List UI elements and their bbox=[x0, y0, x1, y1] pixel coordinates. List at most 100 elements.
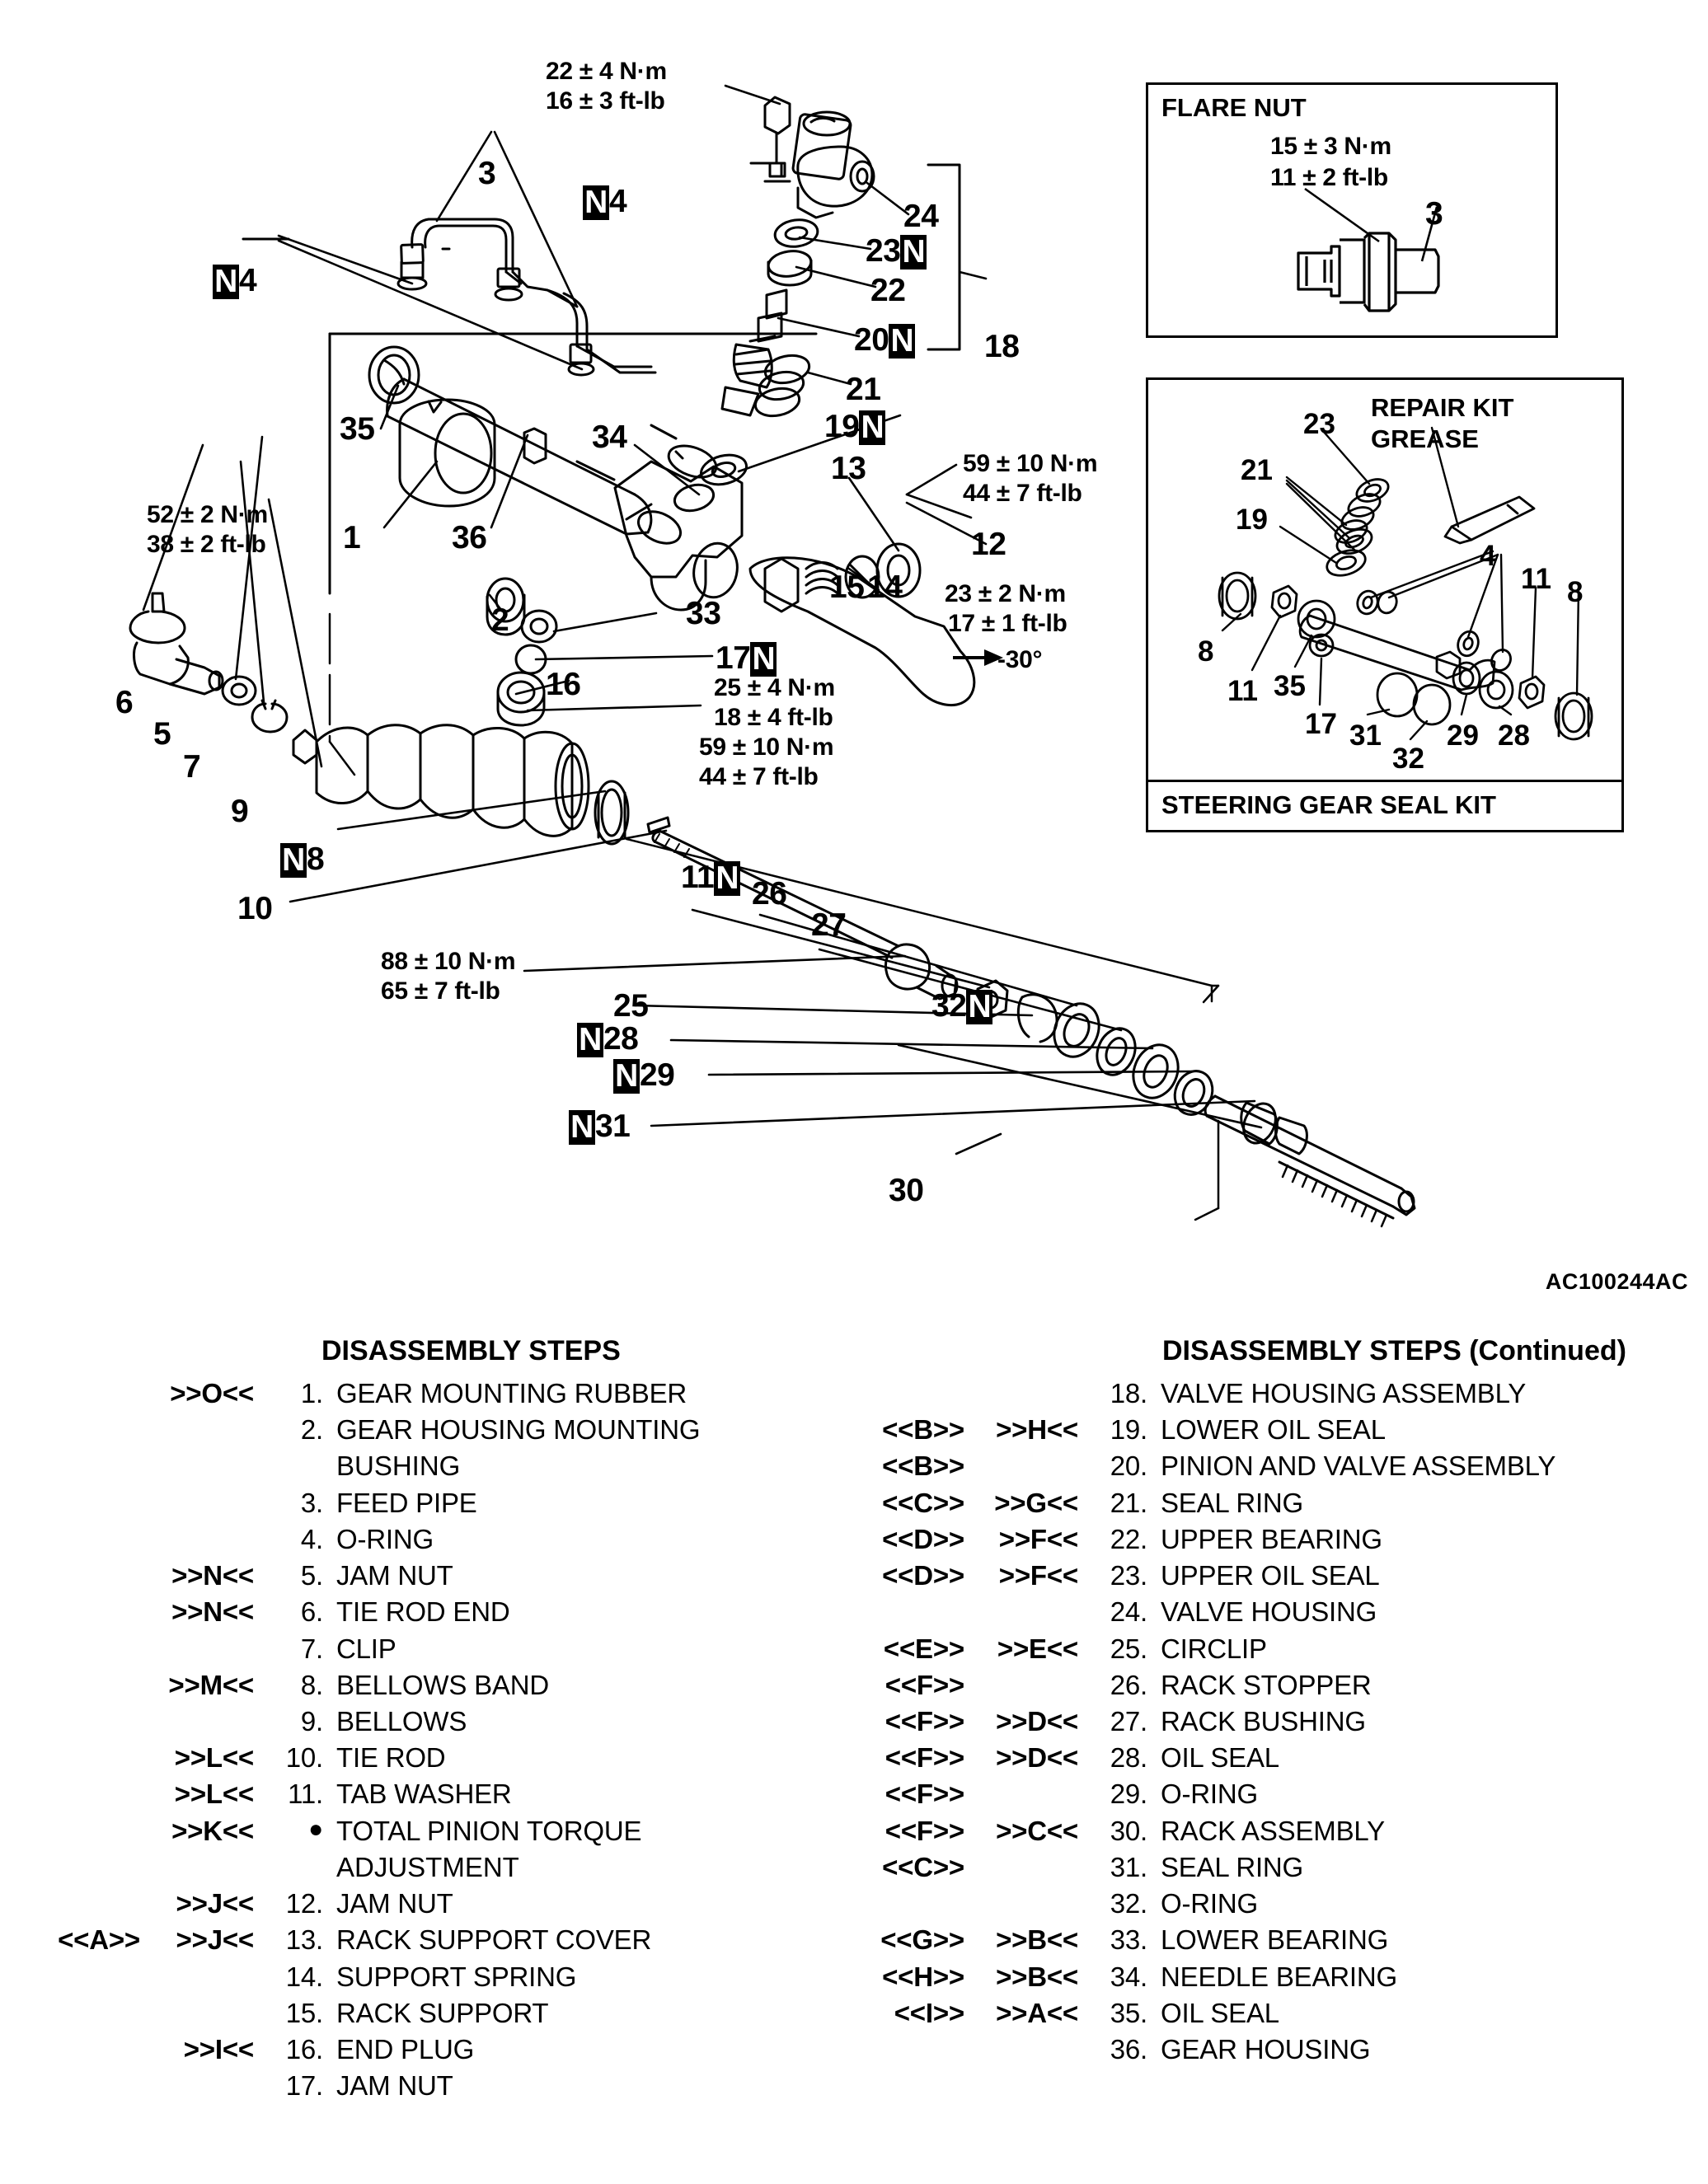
seal-kit-callout-23: 23 bbox=[1303, 408, 1335, 440]
callout-3: 3 bbox=[478, 156, 496, 191]
step-part-name: END PLUG bbox=[336, 2033, 475, 2064]
reassembly-mark-b: >>J<< bbox=[176, 1888, 255, 1919]
step-part-name: RACK SUPPORT bbox=[336, 1997, 549, 2028]
list-item: 32.O-RING bbox=[841, 1886, 1708, 1922]
callout-n29: N29 bbox=[613, 1057, 675, 1094]
callout-36: 36 bbox=[452, 520, 487, 555]
callout-18: 18 bbox=[984, 329, 1020, 364]
flare-nut-art bbox=[1297, 187, 1440, 312]
callout-17n: 17N bbox=[716, 640, 777, 677]
reassembly-mark-b: >>N<< bbox=[171, 1560, 254, 1591]
step-part-name: RACK BUSHING bbox=[1161, 1705, 1366, 1736]
reassembly-mark-a: <<I>> bbox=[894, 1997, 964, 2028]
left-list-title: DISASSEMBLY STEPS bbox=[321, 1335, 621, 1366]
step-number: 15. bbox=[285, 1997, 323, 2028]
step-part-name-continued: ADJUSTMENT bbox=[336, 1851, 519, 1882]
step-number: 19. bbox=[1110, 1414, 1147, 1446]
step-number: 22. bbox=[1110, 1523, 1147, 1554]
step-number: 30. bbox=[1110, 1815, 1147, 1846]
list-item: <<F>>29.O-RING bbox=[841, 1776, 1708, 1812]
step-part-name: SEAL RING bbox=[1161, 1487, 1304, 1518]
step-part-name: RACK SUPPORT COVER bbox=[336, 1924, 652, 1956]
callout-n4-center: N4 bbox=[583, 183, 627, 220]
reassembly-mark-b: >>O<< bbox=[170, 1378, 254, 1408]
seal-kit-callout-28: 28 bbox=[1498, 719, 1530, 752]
reassembly-mark-a: <<F>> bbox=[884, 1669, 964, 1700]
step-part-name: UPPER BEARING bbox=[1161, 1523, 1382, 1554]
list-item: <<H>>>>B<<34.NEEDLE BEARING bbox=[841, 1959, 1708, 1995]
reassembly-mark-a: <<H>> bbox=[882, 1961, 964, 1992]
torque-spec-angle: -30° bbox=[997, 646, 1043, 673]
callout-25: 25 bbox=[613, 988, 649, 1024]
step-part-name: LOWER BEARING bbox=[1161, 1924, 1389, 1956]
list-item: >>L<<11.TAB WASHER bbox=[16, 1776, 841, 1812]
callout-23n: 23N bbox=[866, 232, 927, 269]
step-number: 13. bbox=[285, 1924, 323, 1956]
step-number: 29. bbox=[1110, 1779, 1147, 1810]
step-number: 11. bbox=[288, 1779, 323, 1810]
callout-n31: N31 bbox=[569, 1108, 631, 1145]
list-item: <<B>>>>H<<19.LOWER OIL SEAL bbox=[841, 1412, 1708, 1448]
step-part-name: VALVE HOUSING bbox=[1161, 1596, 1377, 1628]
callout-12: 12 bbox=[971, 527, 1006, 562]
list-item: >>N<<6.TIE ROD END bbox=[16, 1594, 841, 1630]
seal-kit-callout-31: 31 bbox=[1349, 719, 1382, 752]
step-part-name: O-RING bbox=[1161, 1779, 1258, 1810]
step-part-name: RACK ASSEMBLY bbox=[1161, 1815, 1385, 1846]
step-part-name: TIE ROD END bbox=[336, 1596, 510, 1628]
step-part-name: TAB WASHER bbox=[336, 1779, 512, 1810]
reassembly-mark-a: <<C>> bbox=[882, 1851, 964, 1882]
list-item: >>O<<1.GEAR MOUNTING RUBBER bbox=[16, 1376, 841, 1412]
list-item: 2.GEAR HOUSING MOUNTING bbox=[16, 1412, 841, 1448]
torque-spec-23nm-ftlb: 17 ± 1 ft-lb bbox=[948, 610, 1068, 637]
torque-spec-59nm2-nm: 59 ± 10 N·m bbox=[699, 733, 834, 761]
callout-14: 14 bbox=[867, 569, 903, 605]
step-number: 18. bbox=[1110, 1378, 1147, 1408]
step-part-name: OIL SEAL bbox=[1161, 1997, 1279, 2028]
step-number: 4. bbox=[300, 1523, 323, 1554]
torque-spec-25nm-nm: 25 ± 4 N·m bbox=[714, 674, 835, 701]
reassembly-mark-b: >>N<< bbox=[171, 1596, 254, 1628]
step-part-name: JAM NUT bbox=[336, 1888, 453, 1919]
callout-n8: N8 bbox=[280, 841, 325, 878]
seal-kit-callout-11-left: 11 bbox=[1227, 675, 1258, 707]
reassembly-mark-b: >>G<< bbox=[994, 1487, 1078, 1518]
step-number: 21. bbox=[1110, 1487, 1147, 1518]
reassembly-mark-a: <<E>> bbox=[883, 1633, 964, 1664]
step-number: 33. bbox=[1110, 1924, 1147, 1956]
callout-2: 2 bbox=[491, 602, 509, 638]
callout-22: 22 bbox=[870, 273, 906, 308]
torque-spec-59nm2-ftlb: 44 ± 7 ft-lb bbox=[699, 763, 819, 790]
reassembly-mark-b: >>C<< bbox=[996, 1815, 1078, 1846]
step-number: 3. bbox=[300, 1487, 323, 1518]
callout-10: 10 bbox=[237, 891, 273, 926]
step-number: 34. bbox=[1110, 1961, 1147, 1992]
callout-11n: 11N bbox=[681, 859, 741, 896]
list-item: 36.GEAR HOUSING bbox=[841, 2032, 1708, 2068]
seal-kit-divider bbox=[1148, 780, 1621, 782]
list-item: <<E>>>>E<<25.CIRCLIP bbox=[841, 1631, 1708, 1667]
step-number: 10. bbox=[285, 1742, 323, 1774]
step-part-name: FEED PIPE bbox=[336, 1487, 477, 1518]
callout-6: 6 bbox=[115, 685, 134, 720]
step-number: 8. bbox=[300, 1669, 323, 1700]
step-part-name: OIL SEAL bbox=[1161, 1742, 1279, 1774]
callout-35: 35 bbox=[340, 411, 375, 447]
step-part-name: O-RING bbox=[1161, 1888, 1258, 1919]
seal-kit-callout-32: 32 bbox=[1392, 743, 1424, 775]
step-part-name: TIE ROD bbox=[336, 1742, 446, 1774]
step-number: 31. bbox=[1110, 1851, 1147, 1882]
reassembly-mark-b: >>D<< bbox=[996, 1705, 1078, 1736]
step-part-name: BELLOWS BAND bbox=[336, 1669, 550, 1700]
step-part-name: CLIP bbox=[336, 1633, 396, 1664]
reassembly-mark-a: <<F>> bbox=[884, 1815, 964, 1846]
reassembly-mark-a: <<G>> bbox=[880, 1924, 964, 1956]
disassembly-steps-right-column: DISASSEMBLY STEPS (Continued) 18.VALVE H… bbox=[841, 1335, 1708, 2068]
step-number: 24. bbox=[1110, 1596, 1147, 1628]
torque-spec-59nm-ftlb: 44 ± 7 ft-lb bbox=[963, 480, 1082, 507]
callout-13: 13 bbox=[831, 451, 866, 486]
reassembly-mark-b: >>A<< bbox=[996, 1997, 1078, 2028]
list-item: 4.O-RING bbox=[16, 1521, 841, 1558]
